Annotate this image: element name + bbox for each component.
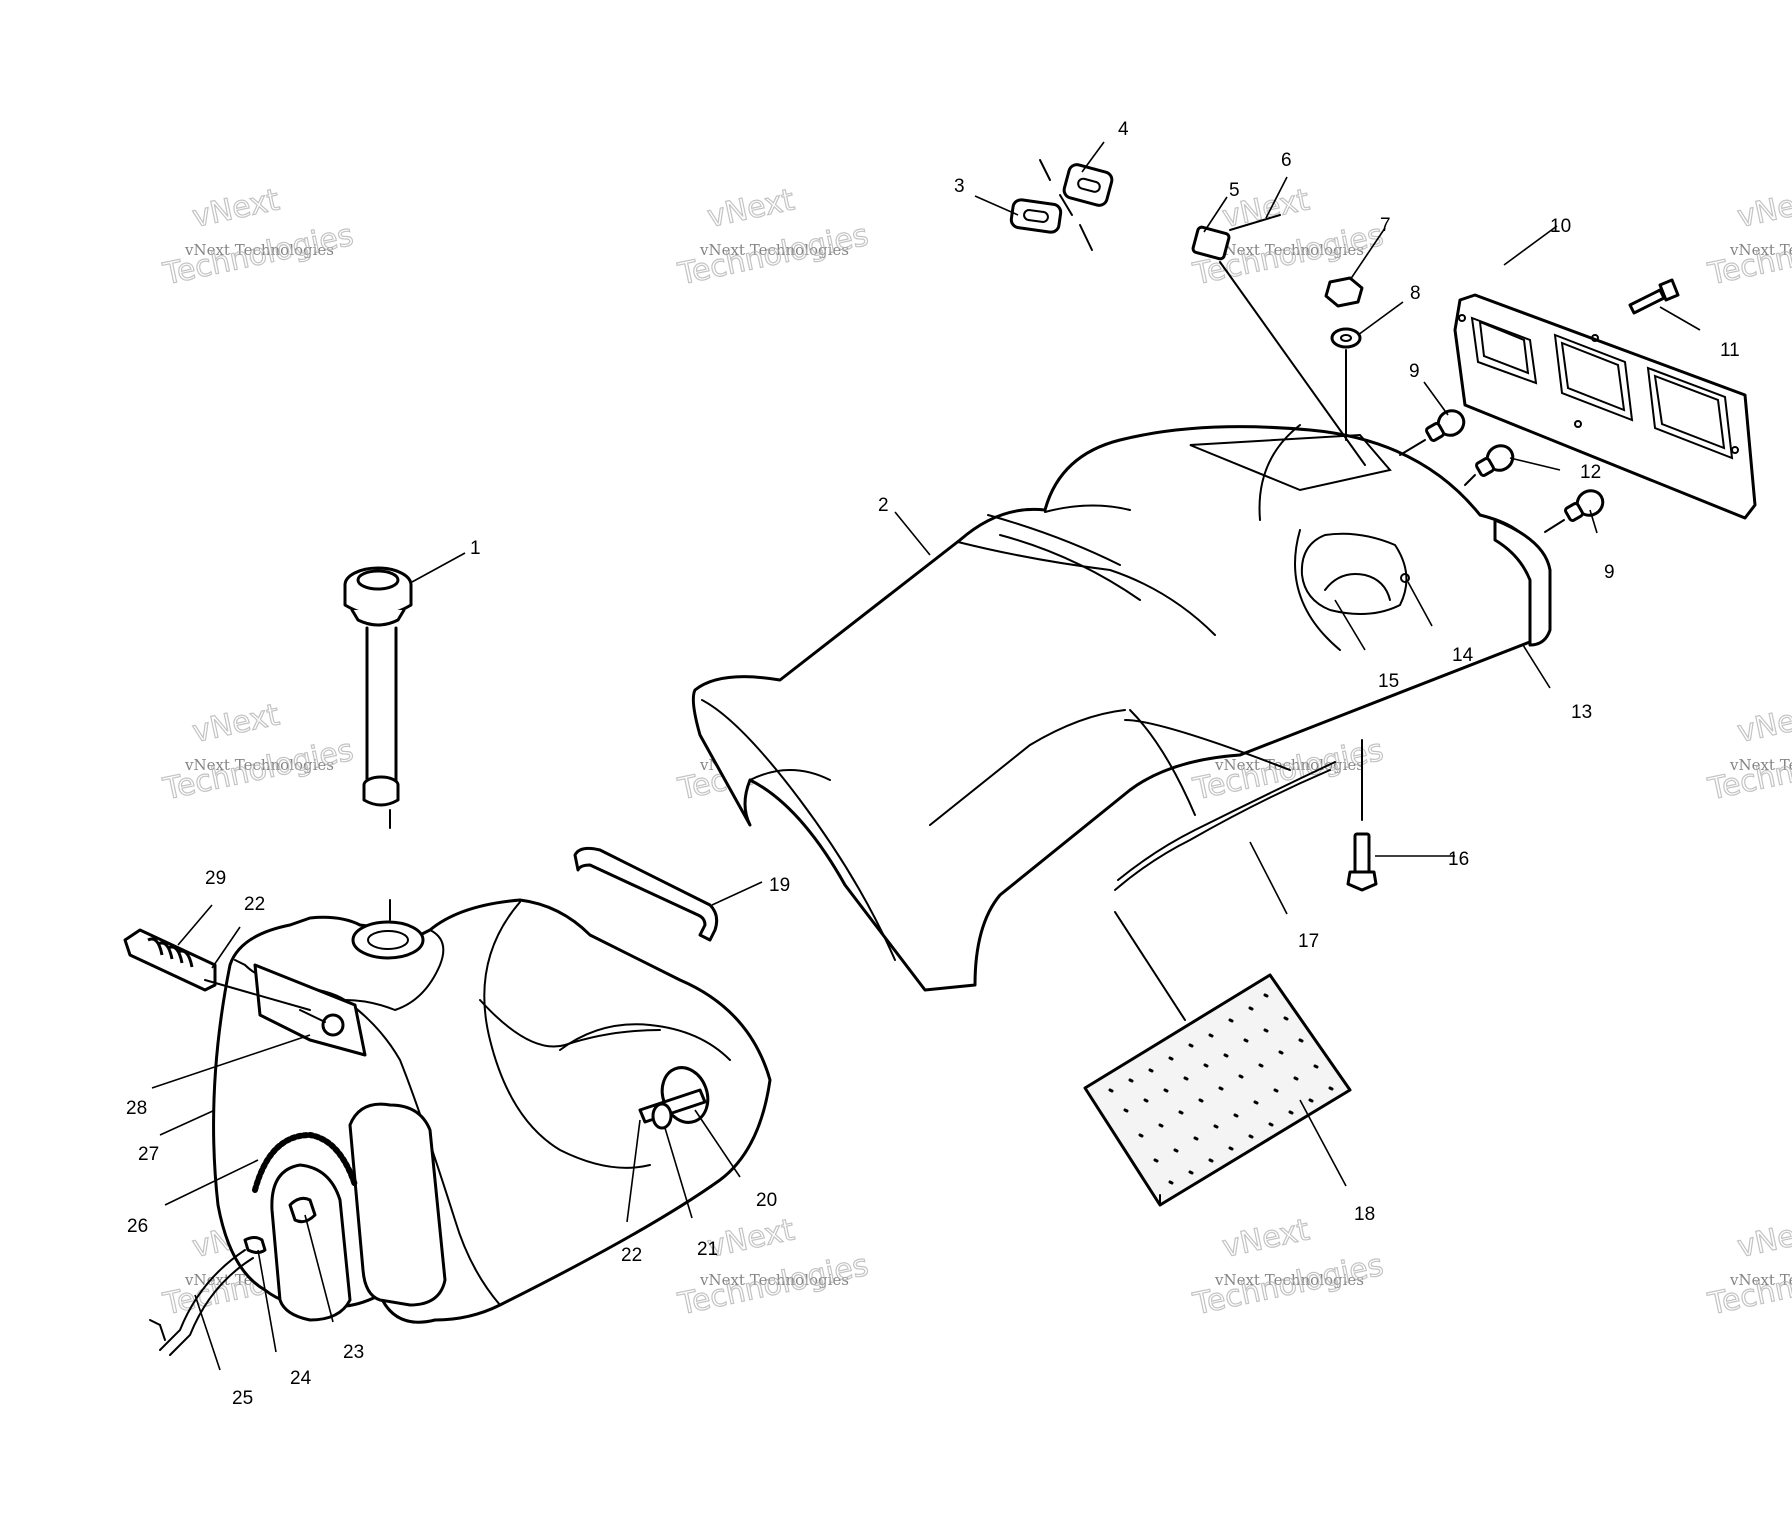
svg-text:vNext Technologies: vNext Technologies	[1214, 1271, 1364, 1289]
svg-text:Technologies: Technologies	[160, 218, 357, 293]
screw-11-drawing	[1628, 278, 1680, 315]
foam-pad-drawing	[1083, 911, 1352, 1207]
part-drawings	[123, 159, 1757, 1356]
fuel-tank-drawing	[212, 898, 772, 1324]
callout-14: 14	[1452, 645, 1474, 666]
foam-texture	[1108, 993, 1334, 1185]
callout-numbers: 1 2 3 4 5 6 7 8 9 9 10 11 12 13 14 15 16…	[126, 119, 1740, 1409]
callout-18: 18	[1354, 1204, 1375, 1225]
strap-drawing	[573, 846, 719, 942]
svg-text:vNext Technologies: vNext Technologies	[699, 241, 849, 259]
callout-22b: 22	[244, 894, 265, 915]
callout-19: 19	[769, 875, 790, 896]
rear-trim-drawing	[1493, 518, 1552, 647]
bolt-16-drawing	[1346, 739, 1378, 892]
svg-text:vNext Technologies: vNext Technologies	[699, 1271, 849, 1289]
callout-13: 13	[1571, 702, 1592, 723]
callout-25: 25	[232, 1388, 253, 1409]
watermark: vNext vNext Technologies Technologies	[159, 697, 357, 808]
hose-clamp-29	[147, 937, 194, 968]
watermark: vNext vNext Technologies Technologies	[1704, 697, 1792, 808]
svg-text:vNext: vNext	[1734, 182, 1792, 235]
svg-text:vNext Technologies: vNext Technologies	[1214, 756, 1364, 774]
callout-21: 21	[697, 1239, 718, 1260]
callout-8: 8	[1410, 283, 1421, 304]
callout-17: 17	[1298, 931, 1319, 952]
callout-12: 12	[1580, 462, 1601, 483]
callout-11: 11	[1720, 340, 1740, 361]
callout-28: 28	[126, 1098, 147, 1119]
hose-drawings	[123, 928, 311, 1356]
watermark: vNext vNext Technologies Technologies	[674, 1212, 872, 1323]
watermark: vNext vNext Technologies Technologies	[674, 182, 872, 293]
svg-text:vNext: vNext	[704, 1212, 797, 1265]
svg-text:vNext: vNext	[1734, 1212, 1792, 1265]
callout-15: 15	[1378, 671, 1399, 692]
callout-27: 27	[138, 1144, 159, 1165]
svg-text:Technologies: Technologies	[160, 733, 357, 808]
nut-washer-drawing	[1324, 276, 1364, 441]
callout-26: 26	[127, 1216, 148, 1237]
callout-29: 29	[205, 868, 226, 889]
plate-drawing	[1191, 214, 1366, 466]
lens-panel-drawing	[1453, 293, 1757, 520]
svg-text:vNext: vNext	[1219, 1212, 1312, 1265]
svg-text:vNext Technologies: vNext Technologies	[1729, 756, 1792, 774]
grommet-drawings	[1009, 159, 1114, 251]
svg-text:Technologies: Technologies	[1190, 1248, 1387, 1323]
svg-text:vNext Technologies: vNext Technologies	[1729, 1271, 1792, 1289]
callout-20: 20	[756, 1190, 777, 1211]
svg-text:vNext: vNext	[189, 697, 282, 750]
svg-text:vNext: vNext	[1734, 697, 1792, 750]
svg-text:vNext Technologies: vNext Technologies	[184, 756, 334, 774]
patch-drawing	[1300, 532, 1410, 615]
callout-24: 24	[290, 1368, 312, 1389]
callout-9a: 9	[1409, 361, 1420, 382]
watermark: vNext vNext Technologies Technologies	[1704, 182, 1792, 293]
bulb-drawings	[1399, 409, 1605, 533]
callout-6: 6	[1281, 150, 1292, 171]
svg-text:vNext: vNext	[704, 182, 797, 235]
svg-text:vNext: vNext	[189, 182, 282, 235]
callout-7: 7	[1380, 215, 1391, 236]
callout-5: 5	[1229, 180, 1240, 201]
callout-2: 2	[878, 495, 889, 516]
watermark: vNext vNext Technologies Technologies	[1704, 1212, 1792, 1323]
seat-drawing	[691, 424, 1537, 992]
callout-4: 4	[1118, 119, 1129, 140]
svg-text:vNext Technologies: vNext Technologies	[1729, 241, 1792, 259]
callout-16: 16	[1448, 849, 1469, 870]
callout-3: 3	[954, 176, 965, 197]
callout-1: 1	[470, 538, 481, 559]
svg-text:vNext Technologies: vNext Technologies	[184, 241, 334, 259]
leader-lines	[151, 141, 1701, 1371]
watermark: vNext vNext Technologies Technologies	[159, 182, 357, 293]
svg-text:vNext Technologies: vNext Technologies	[1214, 241, 1364, 259]
callout-10: 10	[1550, 216, 1571, 237]
filler-neck-cap-drawing	[343, 566, 413, 829]
callout-23: 23	[343, 1342, 364, 1363]
svg-text:Technologies: Technologies	[675, 218, 872, 293]
callout-22a: 22	[621, 1245, 642, 1266]
callout-9b: 9	[1604, 562, 1615, 583]
